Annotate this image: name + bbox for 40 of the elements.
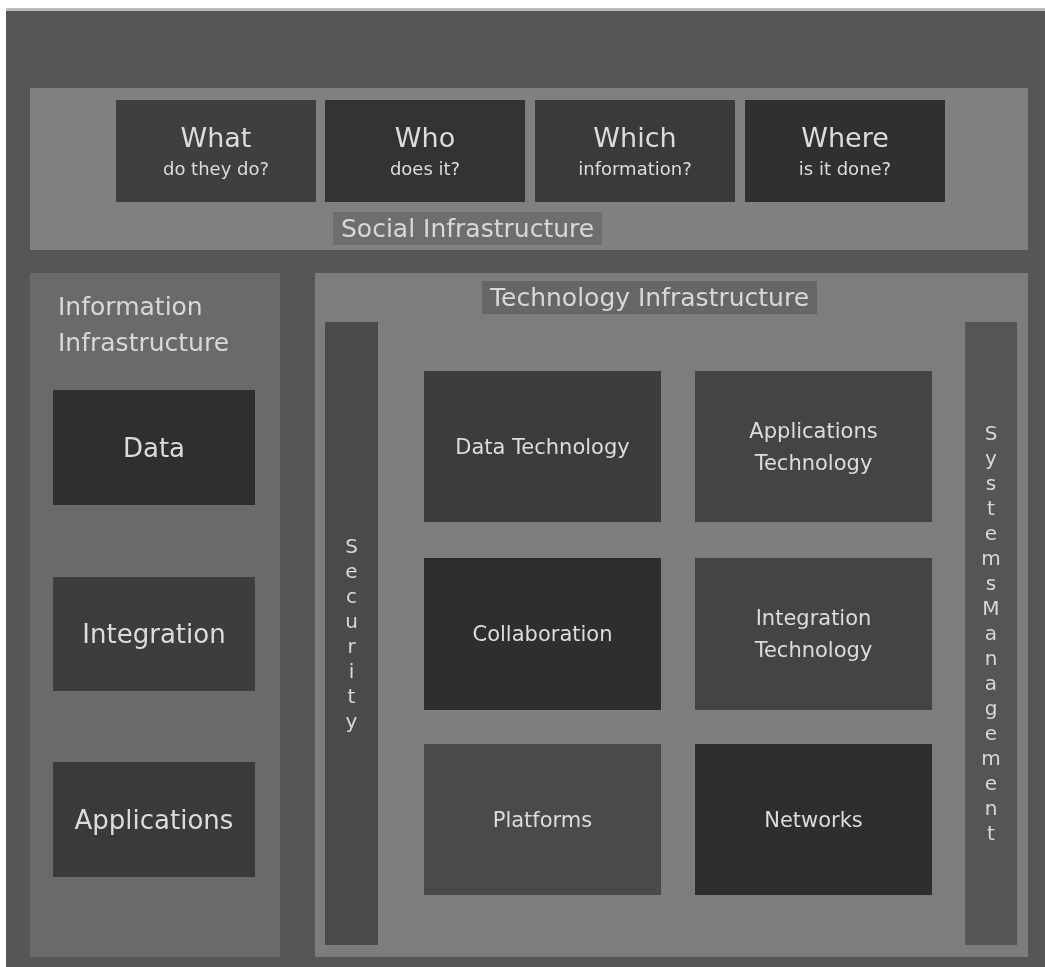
bar-label: Security bbox=[339, 533, 364, 734]
box-subheading: does it? bbox=[389, 157, 461, 181]
bar-label: SystemsManagement bbox=[979, 421, 1003, 846]
box-label: Networks bbox=[763, 806, 864, 834]
component-box bbox=[745, 100, 945, 202]
panel-title: Technology Infrastructure bbox=[482, 281, 818, 314]
component-box bbox=[424, 744, 661, 895]
component-box bbox=[535, 100, 735, 202]
component-box bbox=[116, 100, 316, 202]
side-bar bbox=[325, 322, 378, 945]
box-label: Integration bbox=[81, 618, 227, 650]
layer-panel bbox=[30, 273, 280, 957]
panel-title: Information Infrastructure bbox=[57, 291, 231, 359]
box-subheading: is it done? bbox=[798, 157, 892, 181]
box-label: Collaboration bbox=[471, 621, 614, 648]
side-bar bbox=[965, 322, 1017, 945]
box-heading: What bbox=[180, 121, 252, 155]
component-box bbox=[53, 762, 255, 877]
box-heading: Which bbox=[593, 121, 677, 155]
component-box bbox=[53, 577, 255, 691]
box-subheading: do they do? bbox=[162, 157, 270, 181]
box-label: Data bbox=[121, 431, 187, 464]
box-label: Integration Technology bbox=[753, 605, 874, 664]
component-box bbox=[695, 558, 932, 710]
box-label: Data Technology bbox=[454, 433, 631, 461]
layer-panel bbox=[30, 88, 1028, 250]
component-box bbox=[53, 390, 255, 505]
component-box bbox=[695, 371, 932, 522]
component-box bbox=[424, 371, 661, 522]
component-box bbox=[424, 558, 661, 710]
box-label: Platforms bbox=[491, 806, 594, 834]
component-box bbox=[695, 744, 932, 895]
panel-title: Social Infrastructure bbox=[333, 212, 603, 245]
box-subheading: information? bbox=[578, 157, 692, 181]
layer-panel bbox=[315, 273, 1028, 957]
box-heading: Who bbox=[394, 121, 456, 155]
box-heading: Where bbox=[801, 121, 889, 155]
box-label: Applications Technology bbox=[748, 417, 879, 477]
box-label: Applications bbox=[73, 803, 235, 836]
component-box bbox=[325, 100, 525, 202]
